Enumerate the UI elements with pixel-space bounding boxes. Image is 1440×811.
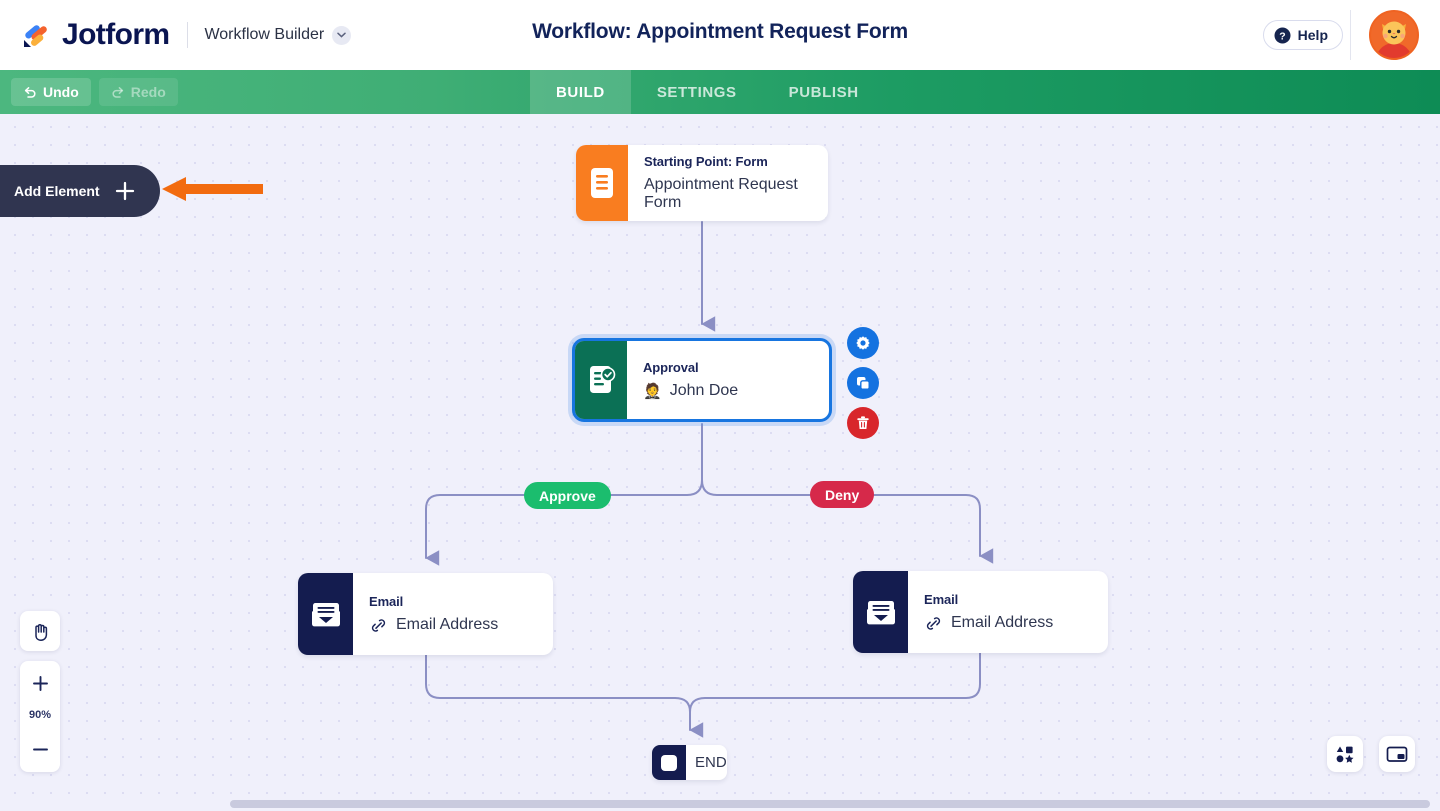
canvas-bottom-right-tools (1327, 736, 1415, 772)
assignee-emoji: 🤵 (643, 382, 662, 400)
form-document-icon (576, 145, 628, 221)
stop-square-icon (652, 745, 686, 780)
node-email-approve[interactable]: Email Email Address (298, 573, 553, 655)
node-subtitle: Email Address (924, 614, 1053, 633)
header-divider (187, 22, 189, 48)
node-body: Email Email Address (908, 571, 1069, 653)
node-subtitle: Email Address (369, 616, 498, 635)
node-subtitle: 🤵 John Doe (643, 382, 738, 400)
node-duplicate-button[interactable] (847, 367, 879, 399)
pan-tool-button[interactable] (20, 611, 60, 651)
node-title: Email (369, 593, 404, 609)
tab-build[interactable]: BUILD (530, 70, 631, 114)
gear-icon (856, 336, 870, 350)
node-starting-point[interactable]: Starting Point: Form Appointment Request… (576, 145, 828, 221)
node-approval[interactable]: Approval 🤵 John Doe (572, 338, 832, 422)
minimap-icon (1386, 746, 1408, 762)
build-tabs: BUILD SETTINGS PUBLISH (530, 70, 885, 114)
email-address-label: Email Address (951, 614, 1054, 631)
question-circle-icon: ? (1274, 27, 1291, 43)
node-action-buttons (847, 327, 879, 439)
zoom-out-button[interactable] (20, 727, 60, 772)
shapes-icon (1336, 746, 1354, 763)
assignee-name: John Doe (669, 382, 739, 399)
node-delete-button[interactable] (847, 407, 879, 439)
chevron-down-icon[interactable] (332, 25, 352, 45)
branch-label-approve[interactable]: Approve (524, 482, 611, 509)
node-settings-button[interactable] (847, 327, 879, 359)
node-title: Email (924, 591, 959, 607)
envelope-icon (853, 571, 908, 653)
plus-icon (115, 181, 135, 201)
workflow-canvas[interactable]: Add Element Starting Point: Form Appoin (0, 114, 1440, 797)
redo-label: Redo (130, 84, 166, 100)
node-subtitle: Appointment Request Form (644, 176, 798, 211)
undo-button[interactable]: Undo (11, 78, 91, 106)
node-email-deny[interactable]: Email Email Address (853, 571, 1108, 653)
minus-icon (32, 748, 48, 751)
node-body: Email Email Address (353, 573, 514, 655)
product-name: Workflow Builder (204, 26, 325, 43)
redo-arrow-icon (112, 87, 123, 98)
zoom-controls: 90% (20, 661, 60, 772)
email-address-label: Email Address (396, 616, 499, 633)
horizontal-scrollbar[interactable] (0, 797, 1440, 811)
help-label: Help (1297, 27, 1328, 43)
approval-check-document-icon (575, 341, 627, 419)
product-switcher[interactable]: Workflow Builder (204, 25, 352, 45)
add-element-label: Add Element (14, 183, 100, 199)
brand-logo[interactable]: Jotform (0, 18, 170, 52)
app-header: Jotform Workflow Builder Workflow: Appoi… (0, 0, 1440, 70)
help-button[interactable]: ? Help (1262, 20, 1343, 50)
horizontal-scrollbar-thumb[interactable] (230, 800, 1430, 808)
svg-text:?: ? (1279, 30, 1285, 42)
link-chain-icon (926, 616, 941, 630)
undo-label: Undo (43, 84, 79, 100)
node-body: Approval 🤵 John Doe (627, 341, 754, 419)
copy-icon (857, 377, 870, 390)
trash-icon (857, 416, 869, 429)
build-toolbar: Undo Redo BUILD SETTINGS PUBLISH (0, 70, 1440, 114)
zoom-in-button[interactable] (20, 661, 60, 706)
avatar[interactable] (1369, 10, 1419, 60)
tab-publish[interactable]: PUBLISH (788, 83, 859, 101)
redo-button[interactable]: Redo (98, 78, 178, 106)
header-right-divider (1350, 10, 1351, 60)
zoom-level-label: 90% (28, 709, 52, 721)
end-label: END (695, 754, 727, 771)
hand-pan-icon (34, 623, 47, 641)
elements-palette-button[interactable] (1327, 736, 1363, 772)
jotform-logo-icon (22, 20, 52, 50)
node-title: Starting Point: Form (644, 154, 768, 169)
link-chain-icon (371, 618, 386, 632)
workflow-connectors (425, 221, 994, 738)
tab-settings[interactable]: SETTINGS (656, 83, 737, 101)
undo-arrow-icon (24, 87, 36, 98)
minimap-toggle-button[interactable] (1379, 736, 1415, 772)
node-end[interactable]: END (652, 745, 727, 780)
envelope-icon (298, 573, 353, 655)
annotation-arrow-icon (162, 177, 263, 201)
brand-name: Jotform (62, 18, 170, 51)
node-body: Starting Point: Form Appointment Request… (628, 145, 828, 221)
plus-icon (32, 676, 48, 691)
node-title: Approval (643, 360, 699, 375)
branch-label-deny[interactable]: Deny (810, 481, 875, 508)
add-element-button[interactable]: Add Element (0, 165, 160, 217)
